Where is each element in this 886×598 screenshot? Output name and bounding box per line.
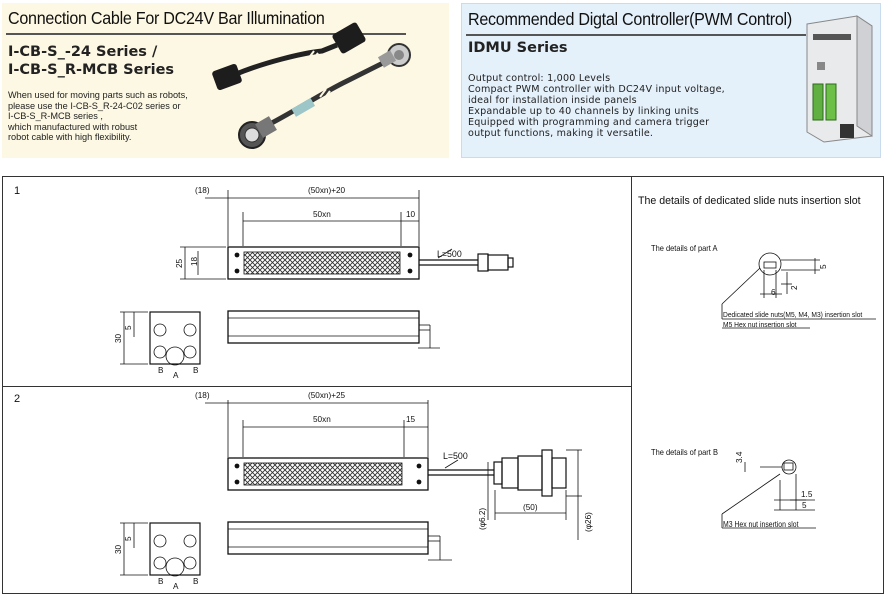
label-b-3: B <box>158 577 164 586</box>
part-a-dim-5: 5 <box>819 264 828 269</box>
title-underline <box>6 33 406 35</box>
dim-h5-1: 5 <box>124 325 133 330</box>
desc-line: which manufactured with robust <box>8 121 138 132</box>
desc-line: Output control: 1,000 Levels <box>468 73 611 84</box>
dim-pitch-2: 50xn <box>313 415 331 424</box>
label-b-2: B <box>193 366 199 375</box>
dim-phi26: (φ26) <box>584 512 593 532</box>
part-b-dim-34: 3.4 <box>735 451 744 463</box>
cable-length-1: L=500 <box>437 249 462 259</box>
dim-h5-2: 5 <box>124 536 133 541</box>
part-a-dim-6: 6 <box>771 288 776 297</box>
desc-line: ideal for installation inside panels <box>468 95 637 106</box>
label-a-1: A <box>173 371 179 380</box>
desc-line: output functions, making it versatile. <box>468 128 654 139</box>
frame-divider <box>2 386 632 387</box>
part-b-note: M3 Hex nut insertion slot <box>723 520 799 529</box>
part-b-dim-15: 1.5 <box>801 490 813 499</box>
controller-panel-title: Recommended Digtal Controller(PWM Contro… <box>468 9 792 29</box>
dim-h18: 18 <box>190 256 199 266</box>
dim-end-1: 10 <box>406 210 416 219</box>
cable-description: When used for moving parts such as robot… <box>8 90 188 143</box>
cable-illustration <box>212 22 411 149</box>
label-a-2: A <box>173 582 179 591</box>
desc-line: please use the I-CB-S_R-24-C02 series or <box>8 100 181 111</box>
part-b-label: The details of part B <box>651 447 718 457</box>
part-a-label: The details of part A <box>651 243 718 253</box>
drawing-number-1: 1 <box>14 185 21 197</box>
label-b-4: B <box>193 577 199 586</box>
frame-divider <box>631 176 632 594</box>
cable-series-line1: I-CB-S_-24 Series / <box>8 44 158 60</box>
details-title: The details of dedicated slide nuts inse… <box>638 195 861 207</box>
dim-phi62: (φ6.2) <box>478 508 487 530</box>
controller-description: Output control: 1,000 Levels Compact PWM… <box>468 73 725 139</box>
title-underline <box>466 34 806 36</box>
cable-length-2: L=500 <box>443 451 468 461</box>
desc-line: When used for moving parts such as robot… <box>8 90 188 100</box>
dim-total-2: (50xn)+25 <box>308 391 346 400</box>
dim-len50: (50) <box>523 503 538 512</box>
dim-18-2: (18) <box>195 391 210 400</box>
cable-panel-title: Connection Cable For DC24V Bar Illuminat… <box>8 8 325 28</box>
dim-end-2: 15 <box>406 415 416 424</box>
drawing-number-2: 2 <box>14 393 21 405</box>
dim-pitch-1: 50xn <box>313 210 331 219</box>
drawing-frame <box>2 176 884 594</box>
cable-info-panel: Connection Cable For DC24V Bar Illuminat… <box>2 3 449 158</box>
desc-line: Expandable up to 40 channels by linking … <box>468 106 699 117</box>
dim-total-1: (50xn)+20 <box>308 186 346 195</box>
part-b-dim-5: 5 <box>802 501 807 510</box>
desc-line: I-CB-S_R-MCB series , <box>8 111 103 121</box>
dim-h30-1: 30 <box>114 333 123 343</box>
part-a-note2: M5 Hex nut insertion slot <box>723 320 797 329</box>
desc-line: Equipped with programming and camera tri… <box>468 117 710 128</box>
desc-line: robot cable with high flexibility. <box>8 132 132 142</box>
desc-line: Compact PWM controller with DC24V input … <box>468 84 725 95</box>
dim-18-1: (18) <box>195 186 210 195</box>
controller-series: IDMU Series <box>468 40 568 56</box>
dim-h30-2: 30 <box>114 544 123 554</box>
cable-series-line2: I-CB-S_R-MCB Series <box>8 62 175 78</box>
part-a-note1: Dedicated slide nuts(M5, M4, M3) inserti… <box>723 310 863 319</box>
dim-h25: 25 <box>175 258 184 268</box>
controller-illustration <box>806 15 873 143</box>
controller-info-panel: Recommended Digtal Controller(PWM Contro… <box>461 3 881 158</box>
label-b-1: B <box>158 366 164 375</box>
part-a-dim-2: 2 <box>790 285 799 290</box>
